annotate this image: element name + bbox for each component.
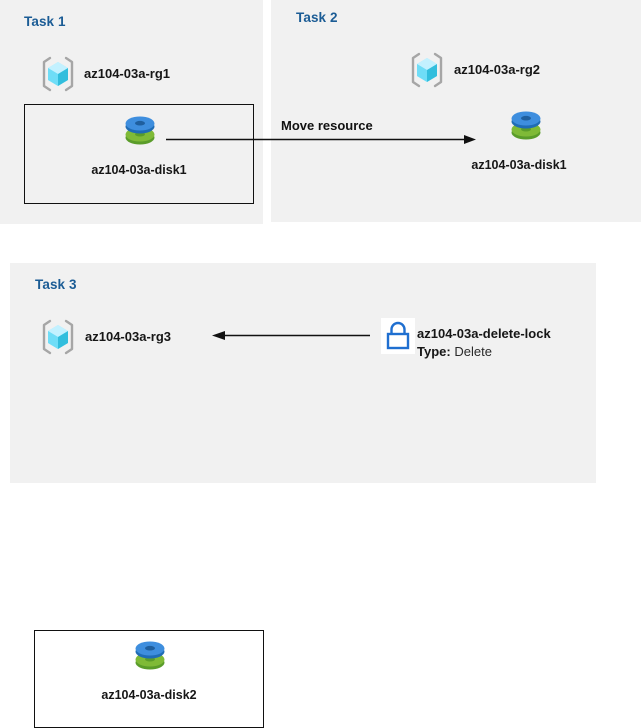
move-resource-connector — [166, 130, 478, 150]
task3-title: Task 3 — [35, 277, 77, 292]
managed-disk-icon — [506, 108, 546, 150]
move-resource-label: Move resource — [281, 118, 373, 133]
lock-icon — [381, 318, 415, 354]
task2-panel: Task 2 az104-03a-rg2 az104-03a-disk1 — [271, 0, 641, 222]
task2-title: Task 2 — [296, 10, 338, 25]
task1-title: Task 1 — [24, 14, 66, 29]
resource-group-icon — [38, 317, 78, 357]
lock-name-label: az104-03a-delete-lock — [417, 326, 551, 341]
managed-disk-icon — [120, 113, 160, 155]
managed-disk-icon — [130, 638, 170, 680]
task1-panel: Task 1 az104-03a-rg1 az104-03a-disk1 — [0, 0, 263, 224]
resource-group-icon — [38, 54, 78, 94]
resource-group-icon — [407, 50, 447, 90]
task1-resource-group-label: az104-03a-rg1 — [84, 66, 170, 81]
task3-resource-label: az104-03a-disk2 — [101, 688, 197, 702]
apply-lock-connector — [212, 327, 370, 345]
lock-type-label: Type: Delete — [417, 344, 492, 359]
lock-type-value: Delete — [454, 344, 492, 359]
task2-resource-label: az104-03a-disk1 — [471, 158, 567, 172]
task2-resource-group-label: az104-03a-rg2 — [454, 62, 540, 77]
lock-type-key: Type: — [417, 344, 451, 359]
task3-resource-group-label: az104-03a-rg3 — [85, 329, 171, 344]
task3-panel: Task 3 az104-03a-rg3 az104-03a-disk2 — [10, 263, 596, 728]
task1-resource-label: az104-03a-disk1 — [91, 163, 187, 177]
task1-resource-box — [24, 104, 254, 204]
